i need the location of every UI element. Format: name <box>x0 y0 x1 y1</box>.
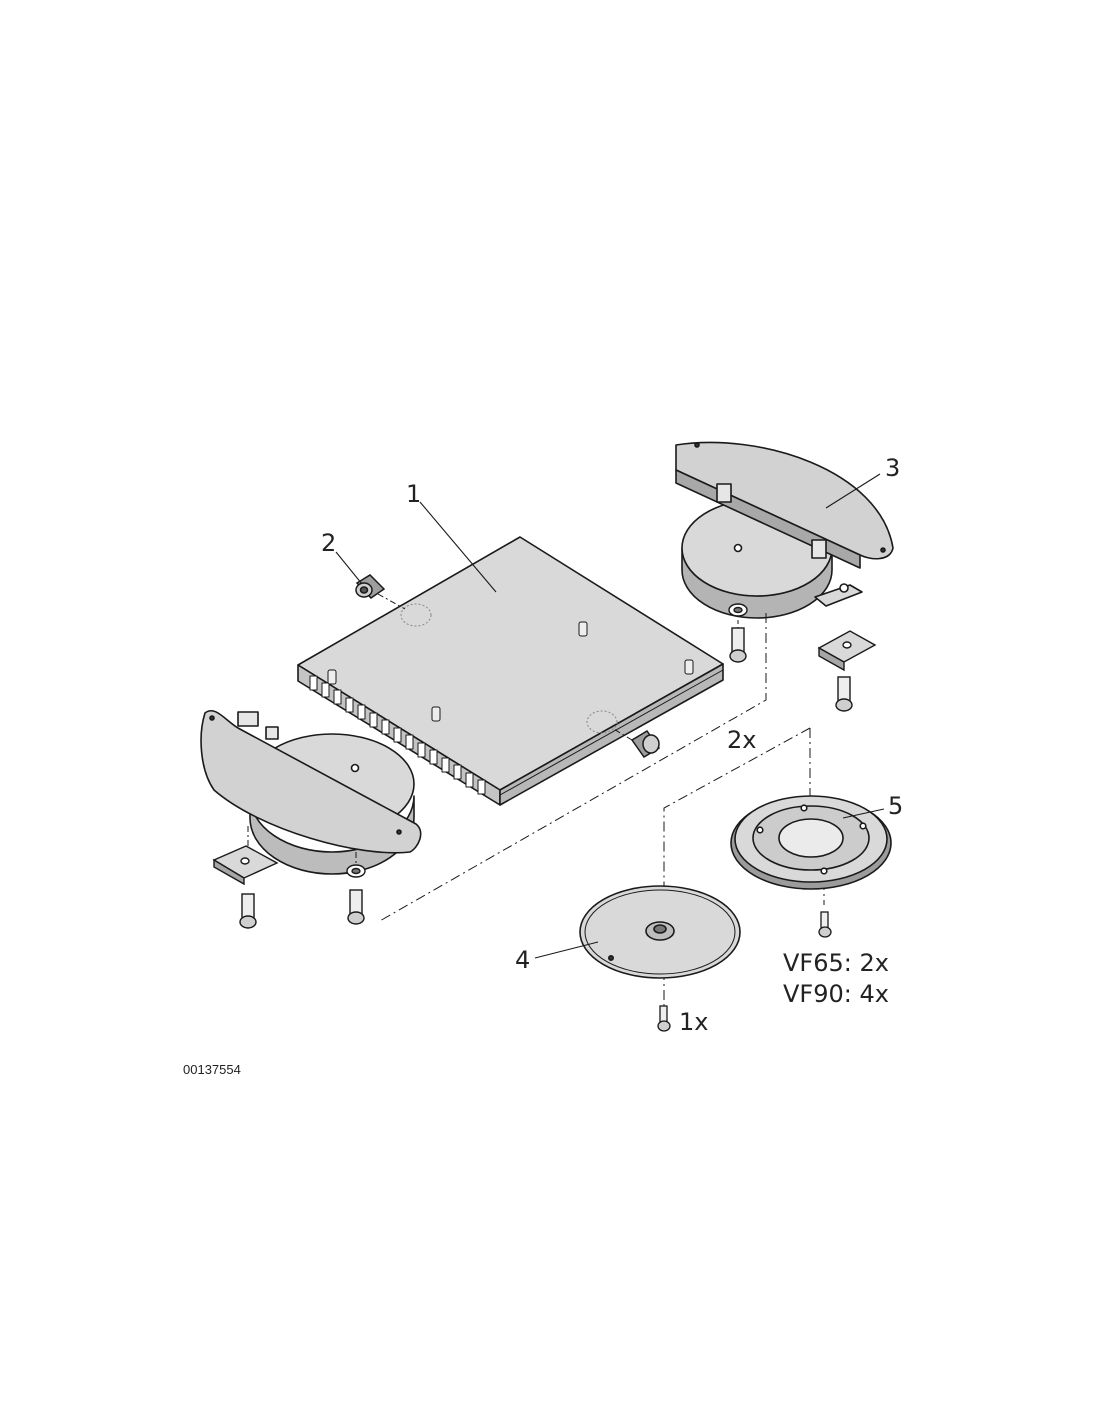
document-number: 00137554 <box>183 1062 241 1077</box>
screw-part-5 <box>818 911 832 938</box>
studs <box>327 621 694 722</box>
callout-5: 5 <box>888 792 904 820</box>
callout-1: 1 <box>406 480 422 508</box>
leader-lines <box>335 473 885 959</box>
part-3-bracket-right <box>675 441 894 619</box>
part-2-bushing-second <box>611 727 661 759</box>
screw-part-4 <box>657 1005 671 1032</box>
callout-4: 4 <box>515 946 531 974</box>
vent-slots <box>309 675 486 795</box>
part-2-bushing <box>355 574 406 610</box>
quantity-1x: 1x <box>679 1008 709 1036</box>
right-hardware <box>728 603 877 712</box>
quantity-2x: 2x <box>727 726 757 754</box>
part-1-base-plate <box>297 536 724 806</box>
part-4-disc <box>579 885 741 979</box>
part-5-adapter-ring <box>730 795 892 890</box>
quantity-vf65: VF65: 2x <box>783 949 889 977</box>
quantity-vf90: VF90: 4x <box>783 980 889 1008</box>
callout-2: 2 <box>321 529 337 557</box>
callout-3: 3 <box>885 454 901 482</box>
left-hardware <box>212 826 366 929</box>
bracket-left <box>200 710 422 875</box>
